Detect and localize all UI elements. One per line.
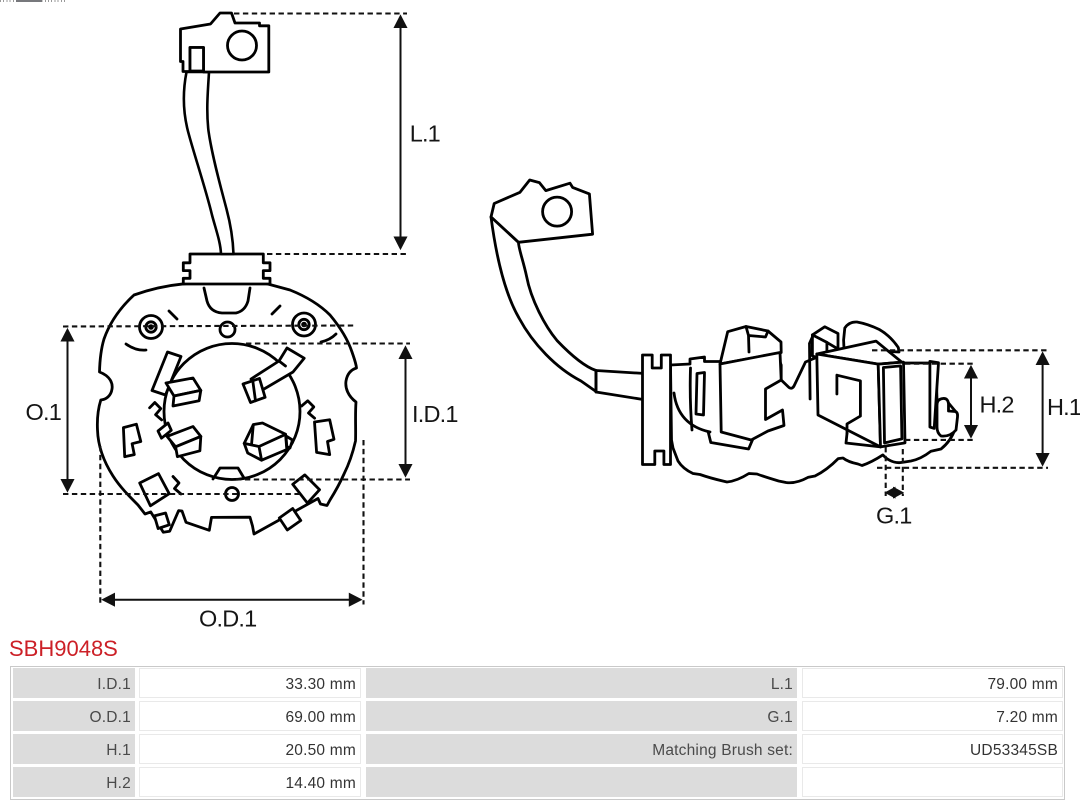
svg-text:O.1: O.1	[26, 399, 61, 425]
svg-text:I.D.1: I.D.1	[412, 401, 458, 427]
svg-text:G.1: G.1	[876, 503, 911, 529]
svg-text:O.D.1: O.D.1	[199, 606, 256, 632]
svg-text:H.1: H.1	[1047, 394, 1080, 420]
svg-text:H.2: H.2	[980, 391, 1014, 417]
svg-text:L.1: L.1	[410, 121, 440, 147]
